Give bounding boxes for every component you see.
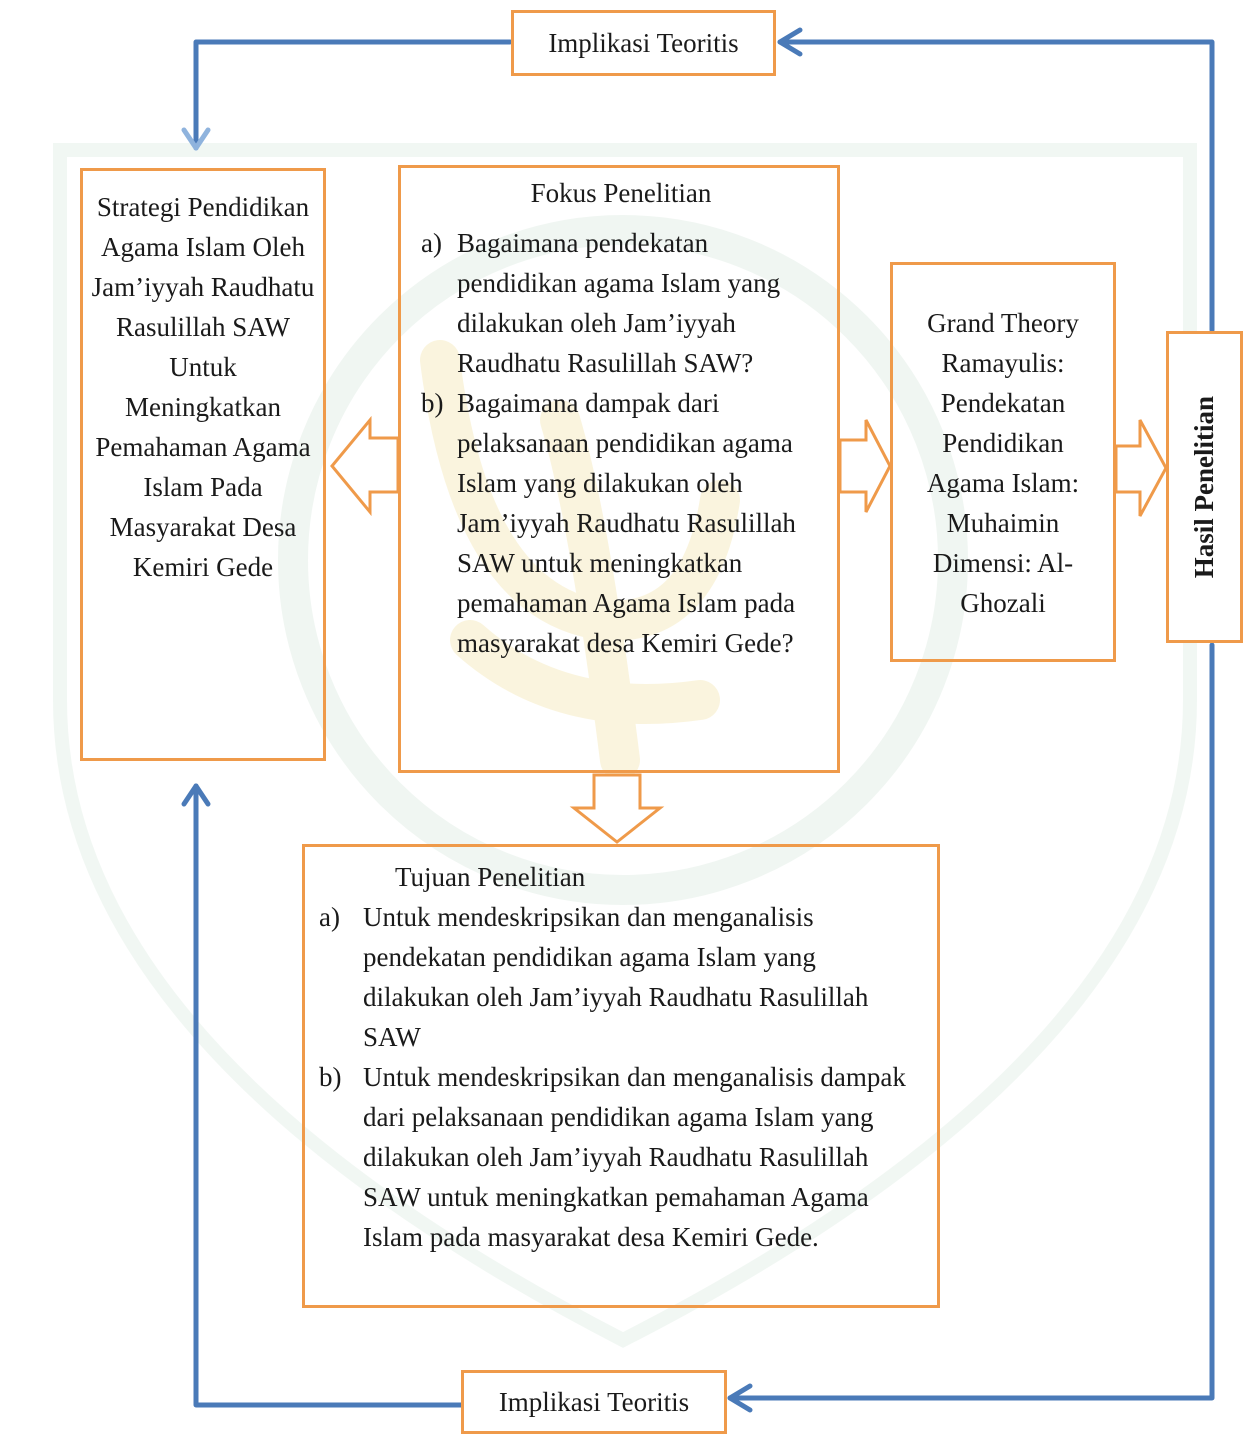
list-item: b) Bagaimana dampak dari pelaksanaan pen… xyxy=(421,383,821,663)
list-item: a) Untuk mendeskripsikan dan menganalisi… xyxy=(319,897,925,1057)
list-marker: b) xyxy=(421,388,444,418)
line-bottom-to-strategi xyxy=(193,783,465,1408)
arrowhead-strategi-top xyxy=(181,127,211,151)
fokus-list: a) Bagaimana pendekatan pendidikan agama… xyxy=(421,223,821,663)
outline-arrow-left xyxy=(330,415,400,517)
strategi-text: Strategi Pendidikan Agama Islam Oleh Jam… xyxy=(91,192,315,582)
implikasi-teoritis-top: Implikasi Teoritis xyxy=(511,10,776,76)
hasil-penelitian-box: Hasil Penelitian xyxy=(1166,331,1243,643)
list-marker: a) xyxy=(319,902,340,932)
line-top-to-strategi xyxy=(193,39,513,151)
arrowhead-top-label xyxy=(777,27,803,57)
list-text: Bagaimana pendekatan pendidikan agama Is… xyxy=(457,228,781,378)
list-marker: b) xyxy=(319,1062,342,1092)
grand-theory-text: Grand Theory Ramayulis: Pendekatan Pendi… xyxy=(926,308,1080,618)
arrowhead-bottom-label xyxy=(727,1383,753,1413)
outline-arrow-hasil xyxy=(1114,419,1168,517)
hasil-penelitian-label: Hasil Penelitian xyxy=(1189,395,1219,579)
strategi-box: Strategi Pendidikan Agama Islam Oleh Jam… xyxy=(80,168,326,761)
fokus-penelitian-title: Fokus Penelitian xyxy=(530,178,712,208)
implikasi-teoritis-top-label: Implikasi Teoritis xyxy=(548,27,739,58)
line-hasil-to-top xyxy=(777,39,1215,333)
list-text: Untuk mendeskripsikan dan menganalisis p… xyxy=(363,902,869,1052)
tujuan-list: a) Untuk mendeskripsikan dan menganalisi… xyxy=(319,897,925,1257)
list-item: a) Bagaimana pendekatan pendidikan agama… xyxy=(421,223,821,383)
list-text: Bagaimana dampak dari pelaksanaan pendid… xyxy=(457,388,796,658)
outline-arrow-right xyxy=(838,419,892,513)
line-hasil-to-bottom xyxy=(727,642,1215,1401)
grand-theory-box: Grand Theory Ramayulis: Pendekatan Pendi… xyxy=(890,262,1116,662)
implikasi-teoritis-bottom-label: Implikasi Teoritis xyxy=(498,1386,690,1417)
outline-arrow-down xyxy=(569,773,665,844)
list-text: Untuk mendeskripsikan dan menganalisis d… xyxy=(363,1062,906,1252)
fokus-penelitian-box: Fokus Penelitian a) Bagaimana pendekatan… xyxy=(398,165,840,773)
list-item: b) Untuk mendeskripsikan dan menganalisi… xyxy=(319,1057,925,1257)
arrowhead-strategi-bottom xyxy=(181,783,211,807)
list-marker: a) xyxy=(421,228,442,258)
tujuan-penelitian-title: Tujuan Penelitian xyxy=(395,862,586,892)
implikasi-teoritis-bottom: Implikasi Teoritis xyxy=(461,1370,727,1434)
tujuan-penelitian-box: Tujuan Penelitian a) Untuk mendeskripsik… xyxy=(302,844,940,1308)
